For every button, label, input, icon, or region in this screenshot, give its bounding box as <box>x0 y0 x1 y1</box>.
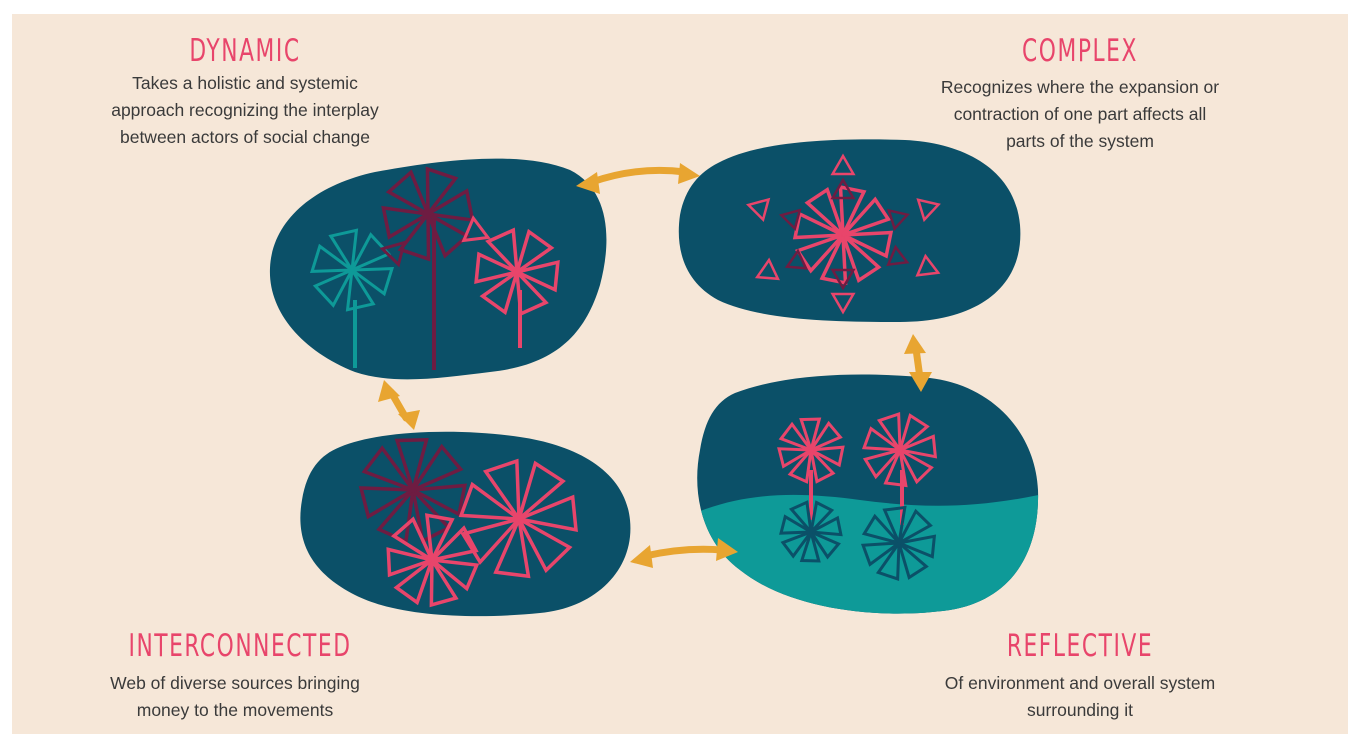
dynamic-triangle-2 <box>379 240 407 268</box>
complex-sat-8 <box>915 253 941 277</box>
interconnected-description: Web of diverse sources bringing money to… <box>30 670 440 724</box>
reflective-line-2: surrounding it <box>1026 700 1134 720</box>
reflective-title: REFLECTIVE <box>1006 628 1154 664</box>
interconnected-line-2: money to the movements <box>136 700 334 720</box>
arrowhead-top-right <box>678 163 700 184</box>
arrowhead-right-bottom <box>909 372 932 392</box>
complex-sat-11 <box>784 248 809 270</box>
arrow-bottom <box>641 545 726 560</box>
dynamic-triangle-1 <box>461 215 491 243</box>
background-panel <box>12 14 1348 734</box>
reflective-flower-left <box>777 417 845 484</box>
complex-sat-7 <box>754 257 780 281</box>
dynamic-flower-teal <box>309 228 395 312</box>
dynamic-description: Takes a holistic and systemic approach r… <box>40 70 450 151</box>
dynamic-line-2: approach recognizing the interplay <box>111 100 379 120</box>
reflective-line-1: Of environment and overall system <box>944 673 1216 693</box>
complex-sat-2 <box>830 292 856 315</box>
dynamic-line-1: Takes a holistic and systemic <box>132 73 358 93</box>
complex-blob <box>678 139 1021 322</box>
dynamic-line-3: between actors of social change <box>119 127 371 147</box>
arrowhead-right-top <box>904 334 926 354</box>
reflective-blob <box>697 374 1039 614</box>
complex-sat-10 <box>887 208 910 232</box>
connector-arrows <box>378 163 932 568</box>
complex-title: COMPLEX <box>1022 33 1138 69</box>
interconnected-flower-pink-large <box>458 458 578 579</box>
complex-line-1: Recognizes where the expansion or <box>940 77 1220 97</box>
complex-sat-9 <box>778 208 802 232</box>
reflective-reflection-left <box>779 500 843 563</box>
complex-sat-1 <box>830 153 856 176</box>
dynamic-title: DYNAMIC <box>189 33 301 69</box>
arrowhead-left-bottom <box>398 410 420 430</box>
arrowhead-top-left <box>576 172 600 194</box>
complex-sat-5 <box>745 197 771 223</box>
complex-sat-12 <box>886 244 910 267</box>
reflective-reflection-right <box>860 505 937 582</box>
complex-description: Recognizes where the expansion or contra… <box>870 74 1290 155</box>
complex-flower-center <box>792 184 894 286</box>
pinwheel-flowers <box>309 153 941 608</box>
complex-sat-3 <box>830 177 856 200</box>
interconnected-title: INTERCONNECTED <box>128 628 352 664</box>
complex-line-3: parts of the system <box>1006 131 1154 151</box>
complex-sat-6 <box>916 198 941 223</box>
arrowhead-left-top <box>378 380 400 402</box>
interconnected-flower-pink-small <box>386 513 480 608</box>
arrow-top <box>588 166 689 186</box>
reflective-description: Of environment and overall system surrou… <box>870 670 1290 724</box>
interconnected-line-1: Web of diverse sources bringing <box>110 673 360 693</box>
dynamic-flower-maroon <box>381 166 475 262</box>
complex-sat-4 <box>830 268 856 291</box>
complex-line-2: contraction of one part affects all <box>953 104 1207 124</box>
arrowhead-bottom-left <box>630 545 653 568</box>
arrowhead-bottom-right <box>716 538 738 561</box>
reflective-flower-right <box>861 411 938 488</box>
dynamic-flower-pink <box>474 227 560 317</box>
